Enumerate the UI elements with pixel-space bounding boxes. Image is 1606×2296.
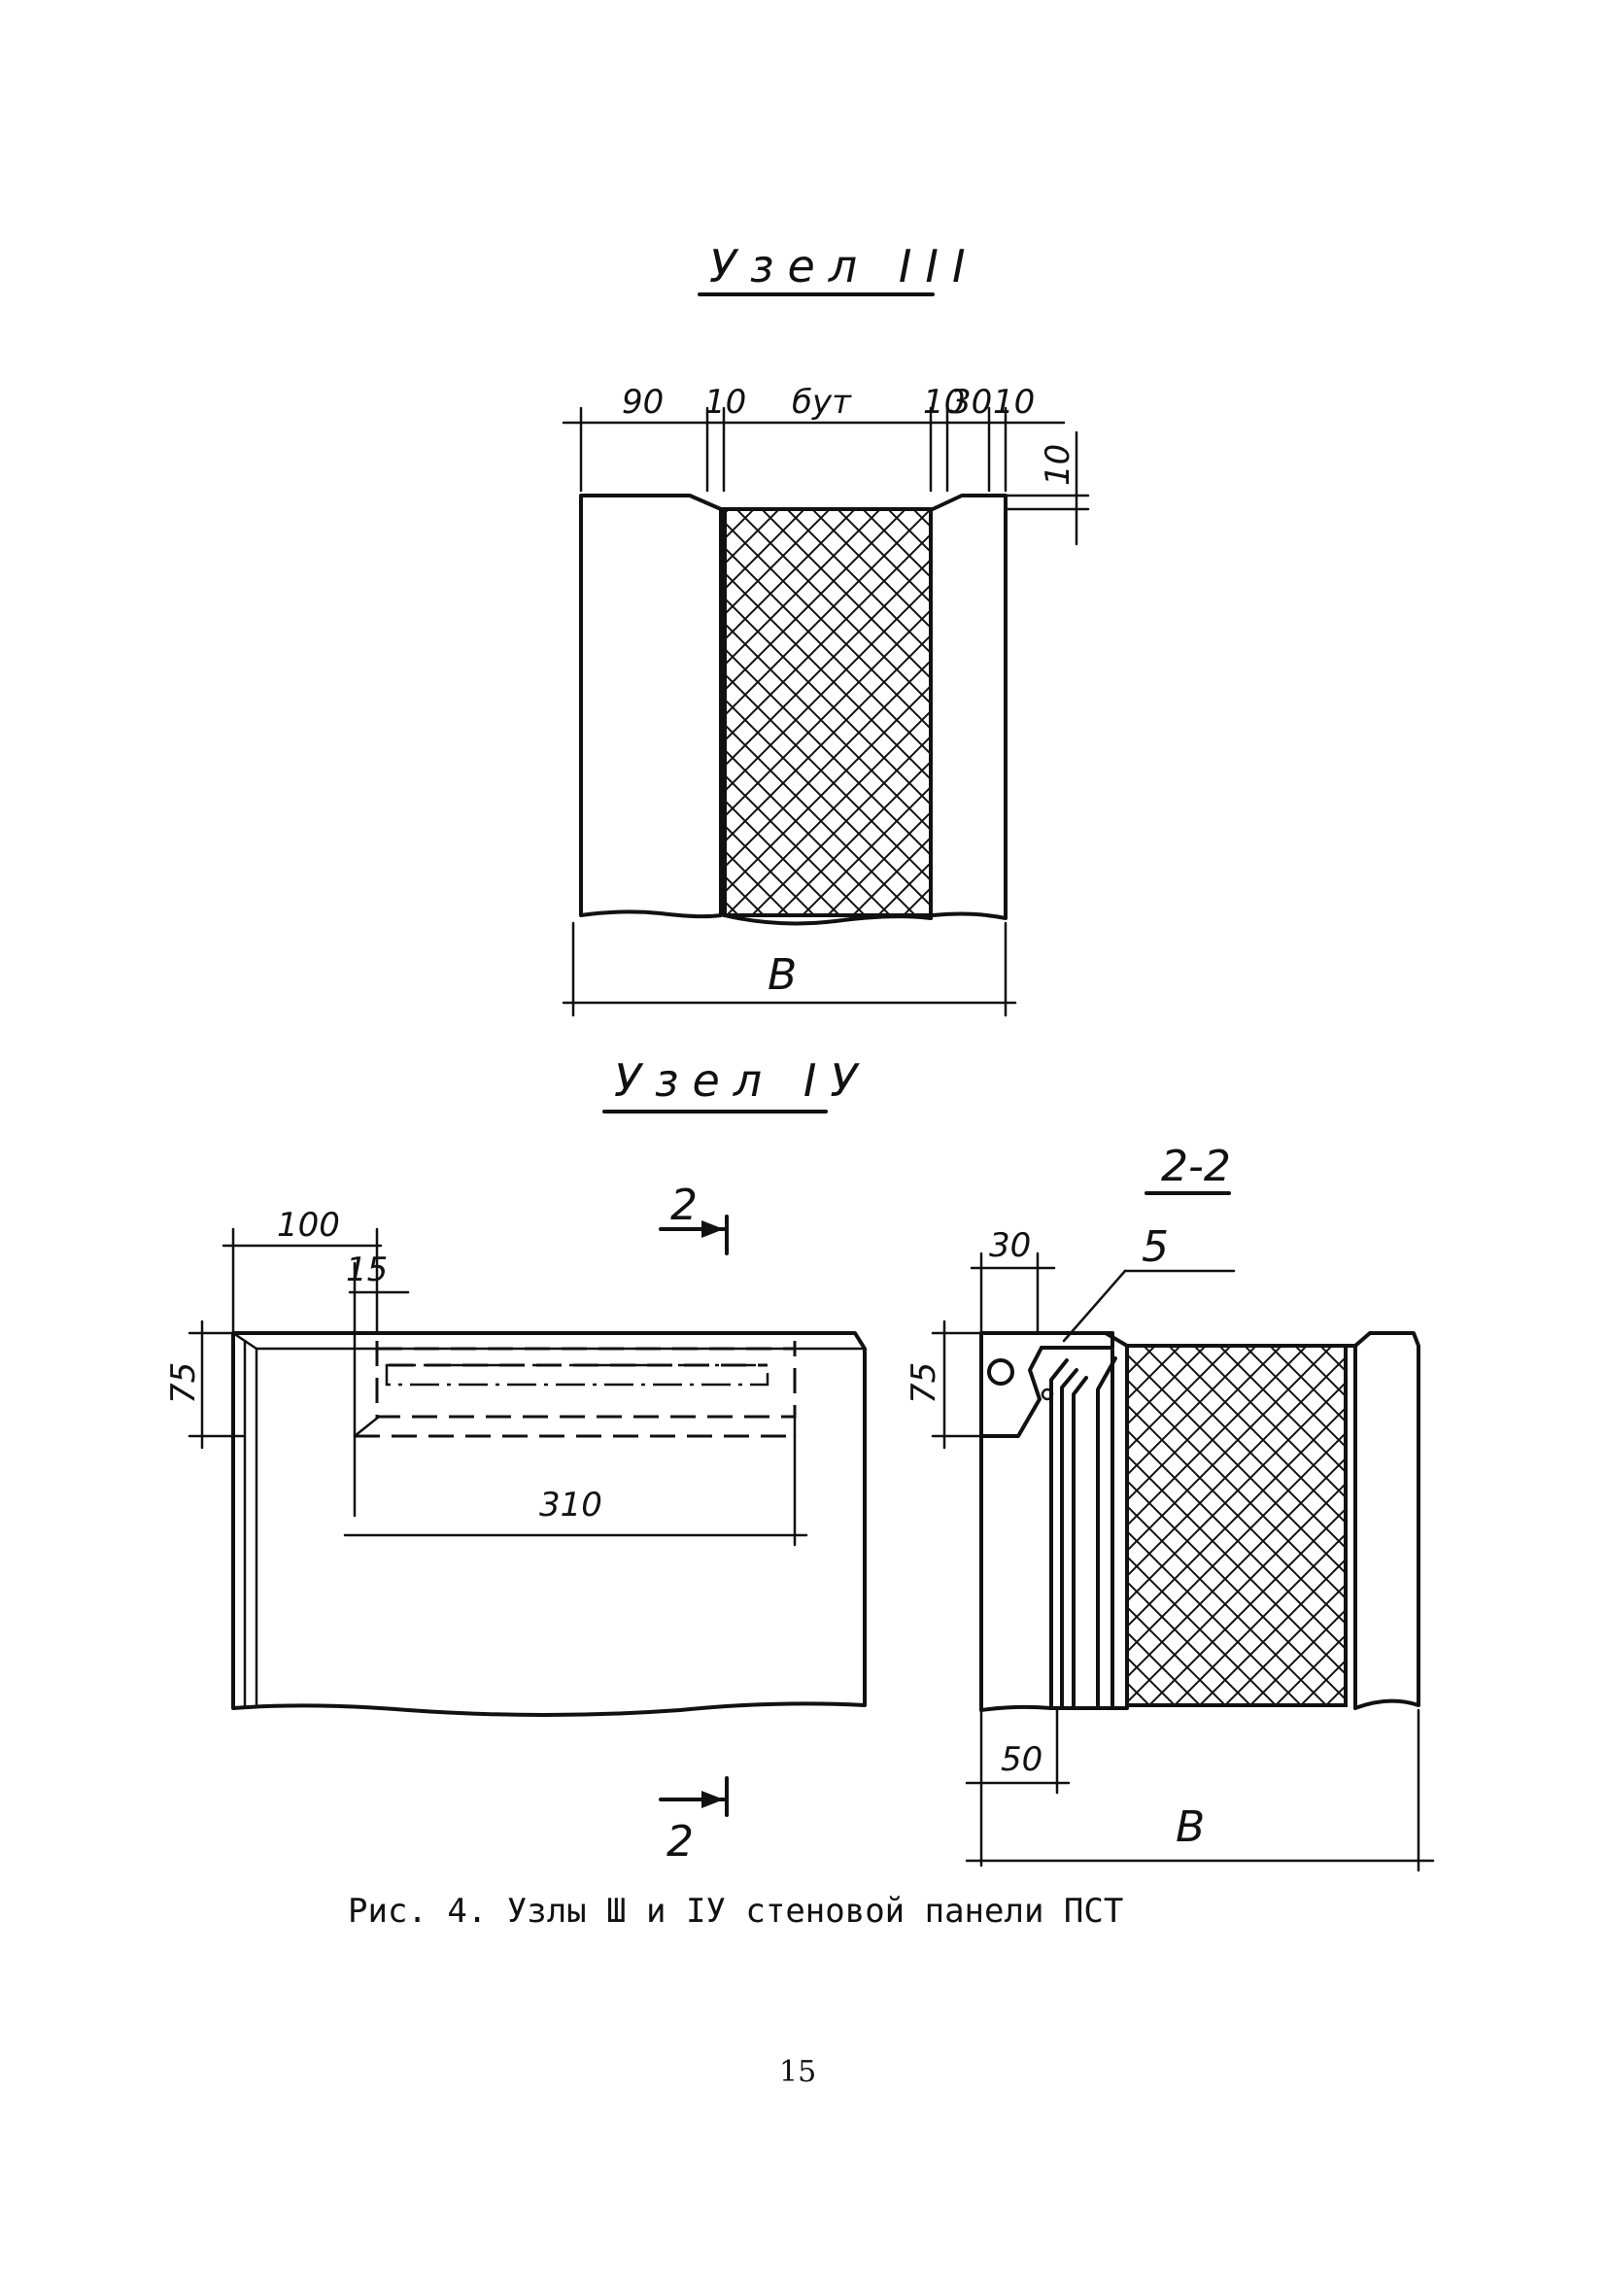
section-title: 2-2 — [1145, 1142, 1231, 1195]
svg-text:10: 10 — [923, 383, 965, 422]
node3-panel — [579, 494, 1008, 926]
svg-text:90: 90 — [622, 383, 664, 422]
svg-text:10: 10 — [993, 383, 1035, 422]
node4-dimensions: 100 15 75 310 2 2 — [164, 1181, 808, 1867]
svg-text:Узел IУ: Узел IУ — [614, 1054, 871, 1107]
node3-dimensions: 90 10 бут 10 30 10 10 В — [562, 383, 1090, 1017]
svg-text:310: 310 — [539, 1486, 602, 1525]
svg-text:75: 75 — [905, 1362, 943, 1404]
svg-text:75: 75 — [164, 1362, 203, 1404]
svg-text:2-2: 2-2 — [1161, 1142, 1231, 1191]
svg-text:бут: бут — [792, 383, 852, 422]
svg-text:В: В — [1176, 1802, 1205, 1852]
svg-text:100: 100 — [277, 1206, 340, 1245]
page-number: 15 — [779, 2055, 816, 2089]
svg-text:Узел III: Узел III — [709, 240, 979, 292]
svg-text:2: 2 — [670, 1181, 698, 1230]
svg-text:В: В — [768, 950, 797, 1000]
svg-text:5: 5 — [1142, 1222, 1169, 1272]
svg-text:30: 30 — [989, 1226, 1031, 1265]
svg-text:15: 15 — [346, 1251, 388, 1289]
svg-text:50: 50 — [1001, 1740, 1042, 1779]
svg-text:10: 10 — [704, 383, 746, 422]
figure-caption: Рис. 4. Узлы Ш и IУ стеновой панели ПСТ — [348, 1892, 1123, 1931]
node3-title: Узел III — [698, 240, 979, 296]
node4-title: Узел IУ — [602, 1054, 871, 1114]
section-dimensions: 30 5 75 50 В — [905, 1222, 1435, 1872]
node4-panel — [231, 1331, 867, 1717]
svg-text:2: 2 — [666, 1817, 694, 1867]
svg-text:10: 10 — [1039, 444, 1077, 486]
section-insulation — [1125, 1344, 1348, 1707]
node3-insulation — [723, 507, 933, 917]
section-panel — [979, 1331, 1420, 1712]
svg-text:30: 30 — [950, 383, 992, 422]
